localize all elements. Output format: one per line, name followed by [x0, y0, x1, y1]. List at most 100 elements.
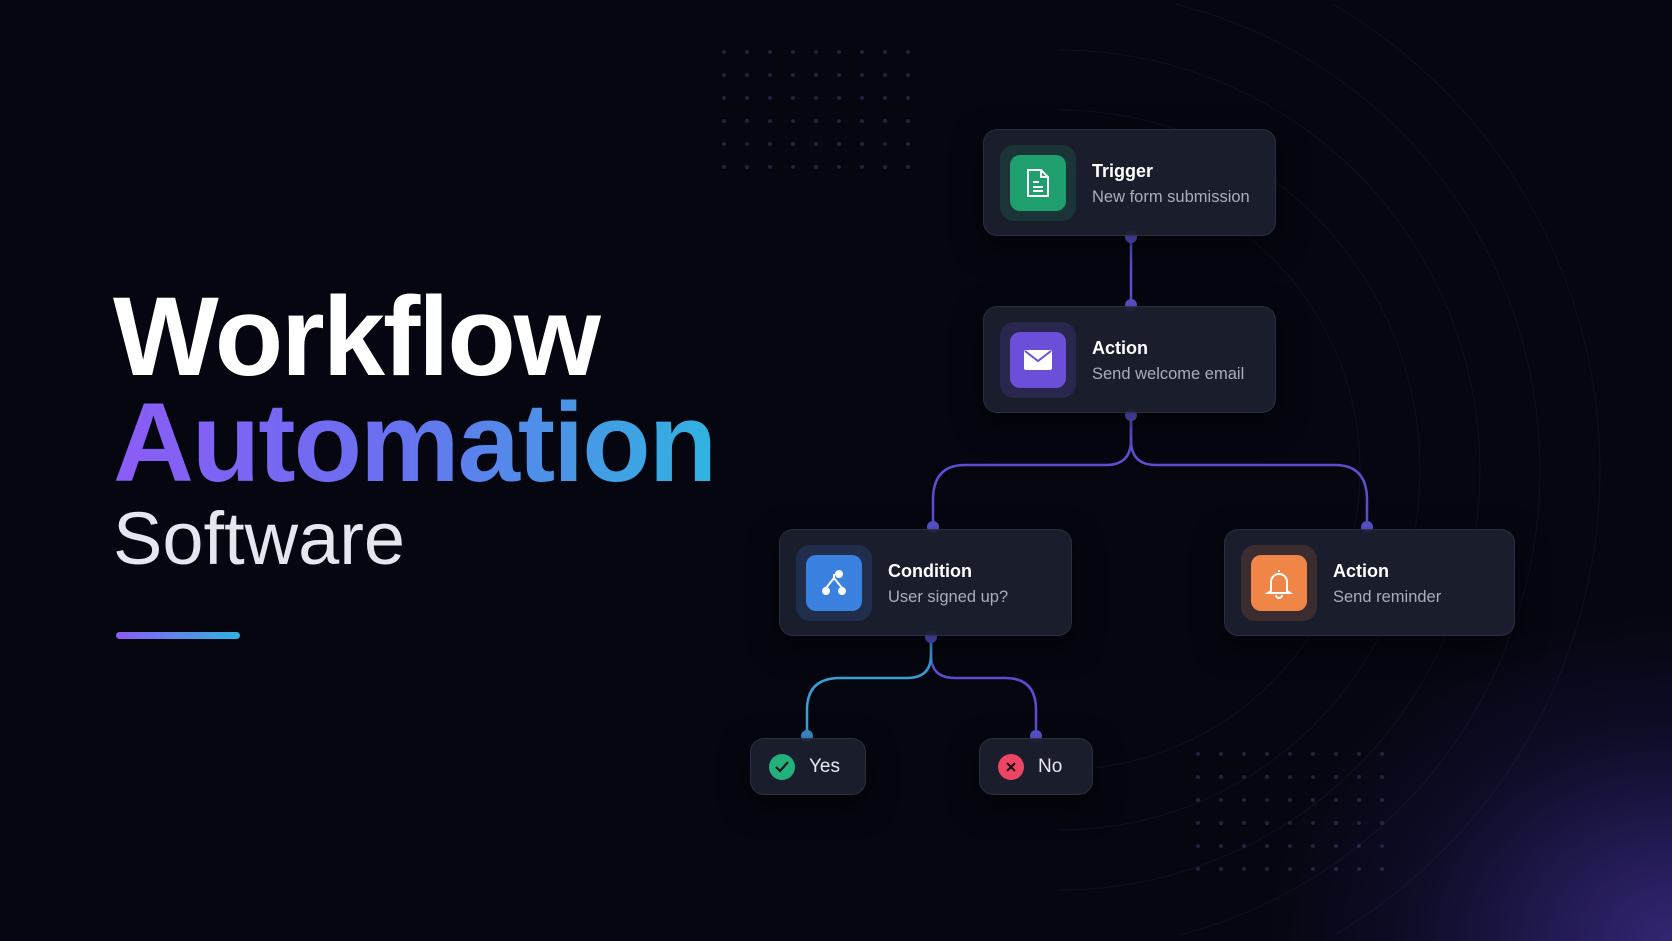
decor-dot — [745, 50, 749, 54]
decor-dot — [860, 96, 864, 100]
decor-dot — [745, 142, 749, 146]
decor-dot — [1242, 844, 1246, 848]
decor-dot — [906, 73, 910, 77]
node-type: Action — [1333, 561, 1389, 581]
decor-dot — [768, 165, 772, 169]
decor-dot — [1196, 844, 1200, 848]
decor-dot — [883, 142, 887, 146]
decor-dot — [837, 50, 841, 54]
decor-dot — [837, 165, 841, 169]
decor-dot — [883, 165, 887, 169]
decor-dot — [745, 119, 749, 123]
outcome-label: No — [1038, 755, 1063, 777]
decor-dot — [837, 119, 841, 123]
outcome-label: Yes — [809, 755, 840, 777]
decor-dot — [722, 165, 726, 169]
decor-dot — [1242, 821, 1246, 825]
decor-dot — [1357, 775, 1361, 779]
decor-dot — [791, 73, 795, 77]
decor-dot — [1242, 867, 1246, 871]
decor-dot — [1288, 821, 1292, 825]
connector-yes — [805, 637, 933, 736]
decor-dot — [1288, 752, 1292, 756]
node-type: Action — [1092, 338, 1148, 358]
decor-dot — [791, 142, 795, 146]
node-action-email[interactable]: Action Send welcome email — [983, 306, 1276, 413]
node-trigger[interactable]: Trigger New form submission — [983, 129, 1276, 236]
decor-dot — [1219, 821, 1223, 825]
mail-icon — [1010, 332, 1066, 388]
decor-dot — [837, 142, 841, 146]
decor-dot — [1242, 752, 1246, 756]
decor-ring — [1174, 3, 1541, 936]
decor-dot — [837, 73, 841, 77]
decor-dot — [1380, 821, 1384, 825]
decor-dot — [1219, 867, 1223, 871]
decor-dot — [791, 165, 795, 169]
headline-line2: Automation — [113, 380, 717, 505]
decor-dot — [1288, 798, 1292, 802]
decor-dot — [1380, 867, 1384, 871]
decor-dot — [1380, 798, 1384, 802]
decor-dot — [814, 96, 818, 100]
decor-dot — [860, 142, 864, 146]
decor-dot — [814, 165, 818, 169]
node-type: Condition — [888, 561, 972, 581]
decor-dot — [860, 165, 864, 169]
decor-dot — [1334, 798, 1338, 802]
decor-dot — [791, 50, 795, 54]
check-icon — [769, 753, 795, 780]
decor-dot — [883, 50, 887, 54]
decor-ring — [1059, 49, 1481, 891]
outcome-yes[interactable]: Yes — [750, 738, 866, 795]
decor-dot — [837, 96, 841, 100]
decor-dot — [1357, 821, 1361, 825]
decor-dot — [1334, 821, 1338, 825]
decor-dot — [1357, 844, 1361, 848]
decor-dot — [1265, 775, 1269, 779]
decor-dot — [768, 96, 772, 100]
outcome-no[interactable]: No — [979, 738, 1093, 795]
decor-dot — [906, 96, 910, 100]
decor-dot — [1311, 844, 1315, 848]
decor-dot — [1265, 821, 1269, 825]
decor-dot — [1334, 775, 1338, 779]
decor-dot — [1196, 821, 1200, 825]
branch-icon — [806, 555, 862, 611]
decor-dot — [768, 50, 772, 54]
decor-dot — [1311, 752, 1315, 756]
connector-no — [929, 637, 1038, 736]
decor-dot — [722, 119, 726, 123]
connector-action-condition — [931, 415, 1133, 527]
decor-dot — [768, 142, 772, 146]
document-icon — [1010, 155, 1066, 211]
decor-dot — [745, 165, 749, 169]
decor-dot — [722, 50, 726, 54]
decor-dot — [745, 96, 749, 100]
decor-dot — [1380, 775, 1384, 779]
decor-dot — [768, 73, 772, 77]
decor-dot — [1242, 798, 1246, 802]
node-condition[interactable]: Condition User signed up? — [779, 529, 1072, 636]
decor-dot — [906, 165, 910, 169]
node-action-reminder[interactable]: Action Send reminder — [1224, 529, 1515, 636]
decor-dot — [883, 96, 887, 100]
decor-dot — [883, 73, 887, 77]
decor-dot — [814, 50, 818, 54]
decor-dot — [906, 50, 910, 54]
bell-icon — [1251, 555, 1307, 611]
decor-dot — [814, 142, 818, 146]
node-detail: Send reminder — [1333, 588, 1442, 606]
decor-dot — [1196, 752, 1200, 756]
decor-dot — [1288, 867, 1292, 871]
decor-dot — [722, 73, 726, 77]
decor-dot — [1311, 821, 1315, 825]
decor-dot — [1265, 798, 1269, 802]
decor-dot — [814, 119, 818, 123]
decor-dot — [1219, 752, 1223, 756]
decor-dot — [860, 50, 864, 54]
decor-dot — [1311, 775, 1315, 779]
decor-dot — [1288, 844, 1292, 848]
